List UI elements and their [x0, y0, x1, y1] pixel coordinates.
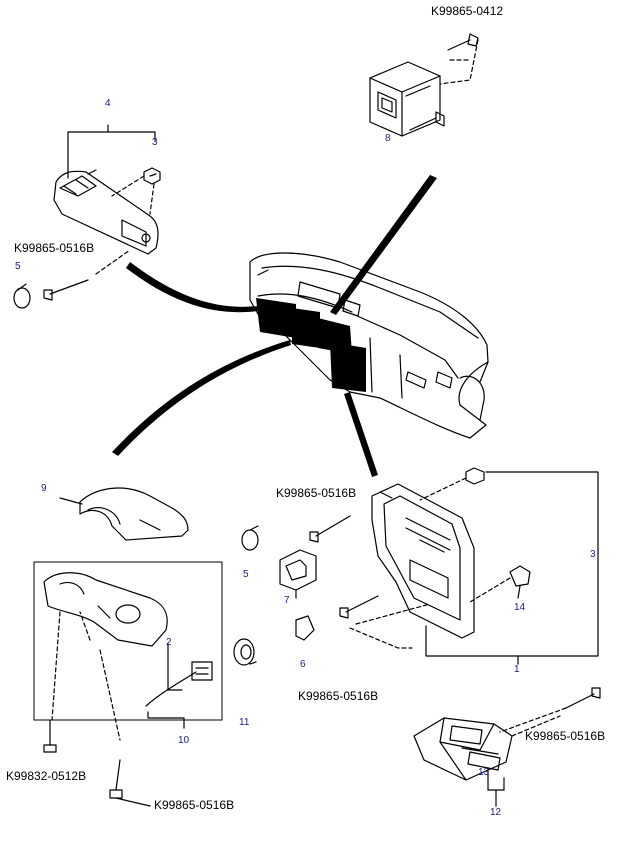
leader-lines-column	[51, 611, 121, 741]
pointer-arms	[112, 175, 437, 477]
part-number-k99865-0516b-right: K99865-0516B	[525, 729, 606, 743]
part-number-k99865-0516b-bottom: K99865-0516B	[154, 798, 235, 812]
part-11-ring	[233, 638, 257, 666]
bracket-3-right	[425, 471, 599, 665]
part-number-k99865-0516b-center: K99865-0516B	[276, 486, 357, 500]
callout-6: 6	[300, 659, 306, 670]
callout-11: 11	[239, 717, 250, 728]
callout-8: 8	[385, 133, 391, 144]
part-1-center-bezel	[371, 483, 475, 639]
callout-3-top: 3	[152, 137, 158, 148]
leader-lines-left	[95, 175, 155, 275]
callout-4: 4	[105, 98, 111, 109]
part-14-clip	[509, 565, 531, 599]
screw-k99865-0516b-bottom	[109, 759, 151, 807]
callout-5-center: 5	[243, 569, 249, 580]
part-5-knob-center	[241, 525, 259, 551]
part-2-harness	[145, 643, 213, 707]
part-3-top-clip	[143, 167, 161, 185]
dashboard-center-panel-shading	[256, 298, 366, 392]
screw-k99865-0516b-lower	[339, 595, 379, 619]
callout-3-right: 3	[590, 549, 596, 560]
screw-k99865-0516b-left	[43, 279, 89, 301]
leader-lines	[439, 39, 479, 85]
part-12-tray	[413, 717, 513, 781]
lower-column-frame	[33, 561, 223, 721]
callout-12: 12	[490, 807, 502, 818]
leader-lines-tray	[499, 707, 567, 737]
part-10-lower-cover	[43, 572, 168, 647]
part-6-cap	[295, 615, 315, 641]
bracket-10	[147, 711, 185, 729]
part-3-right-clip	[465, 467, 485, 485]
part-4-bezel-panel	[53, 169, 159, 255]
leader-lines-right	[349, 477, 511, 649]
bracket-4	[67, 124, 156, 179]
part-5-knob-left	[13, 283, 31, 309]
part-7-switch	[279, 549, 317, 599]
part-8-switch-block	[369, 61, 445, 137]
screw-k99865-0412	[447, 33, 479, 51]
callout-2: 2	[166, 637, 172, 648]
part-number-k99865-0516b-left: K99865-0516B	[14, 241, 95, 255]
dashboard-assembly	[249, 252, 489, 439]
callout-14: 14	[514, 602, 526, 613]
part-number-k99832-0512b: K99832-0512B	[6, 769, 87, 783]
screw-k99832-0512b	[43, 719, 57, 753]
callout-10: 10	[178, 735, 190, 746]
callout-5-left: 5	[15, 261, 21, 272]
part-13-insert	[467, 751, 501, 771]
callout-7: 7	[284, 595, 290, 606]
part-number-k99865-0516b-lower: K99865-0516B	[298, 689, 379, 703]
screw-k99865-0516b-center	[309, 515, 351, 543]
callout-13: 13	[478, 767, 490, 778]
part-number-k99865-0412: K99865-0412	[431, 4, 504, 18]
callout-9: 9	[41, 483, 47, 494]
part-9-column-cover	[59, 487, 189, 541]
bracket-12	[487, 767, 505, 807]
callout-1: 1	[514, 664, 520, 675]
screw-k99865-0516b-right	[565, 687, 601, 709]
